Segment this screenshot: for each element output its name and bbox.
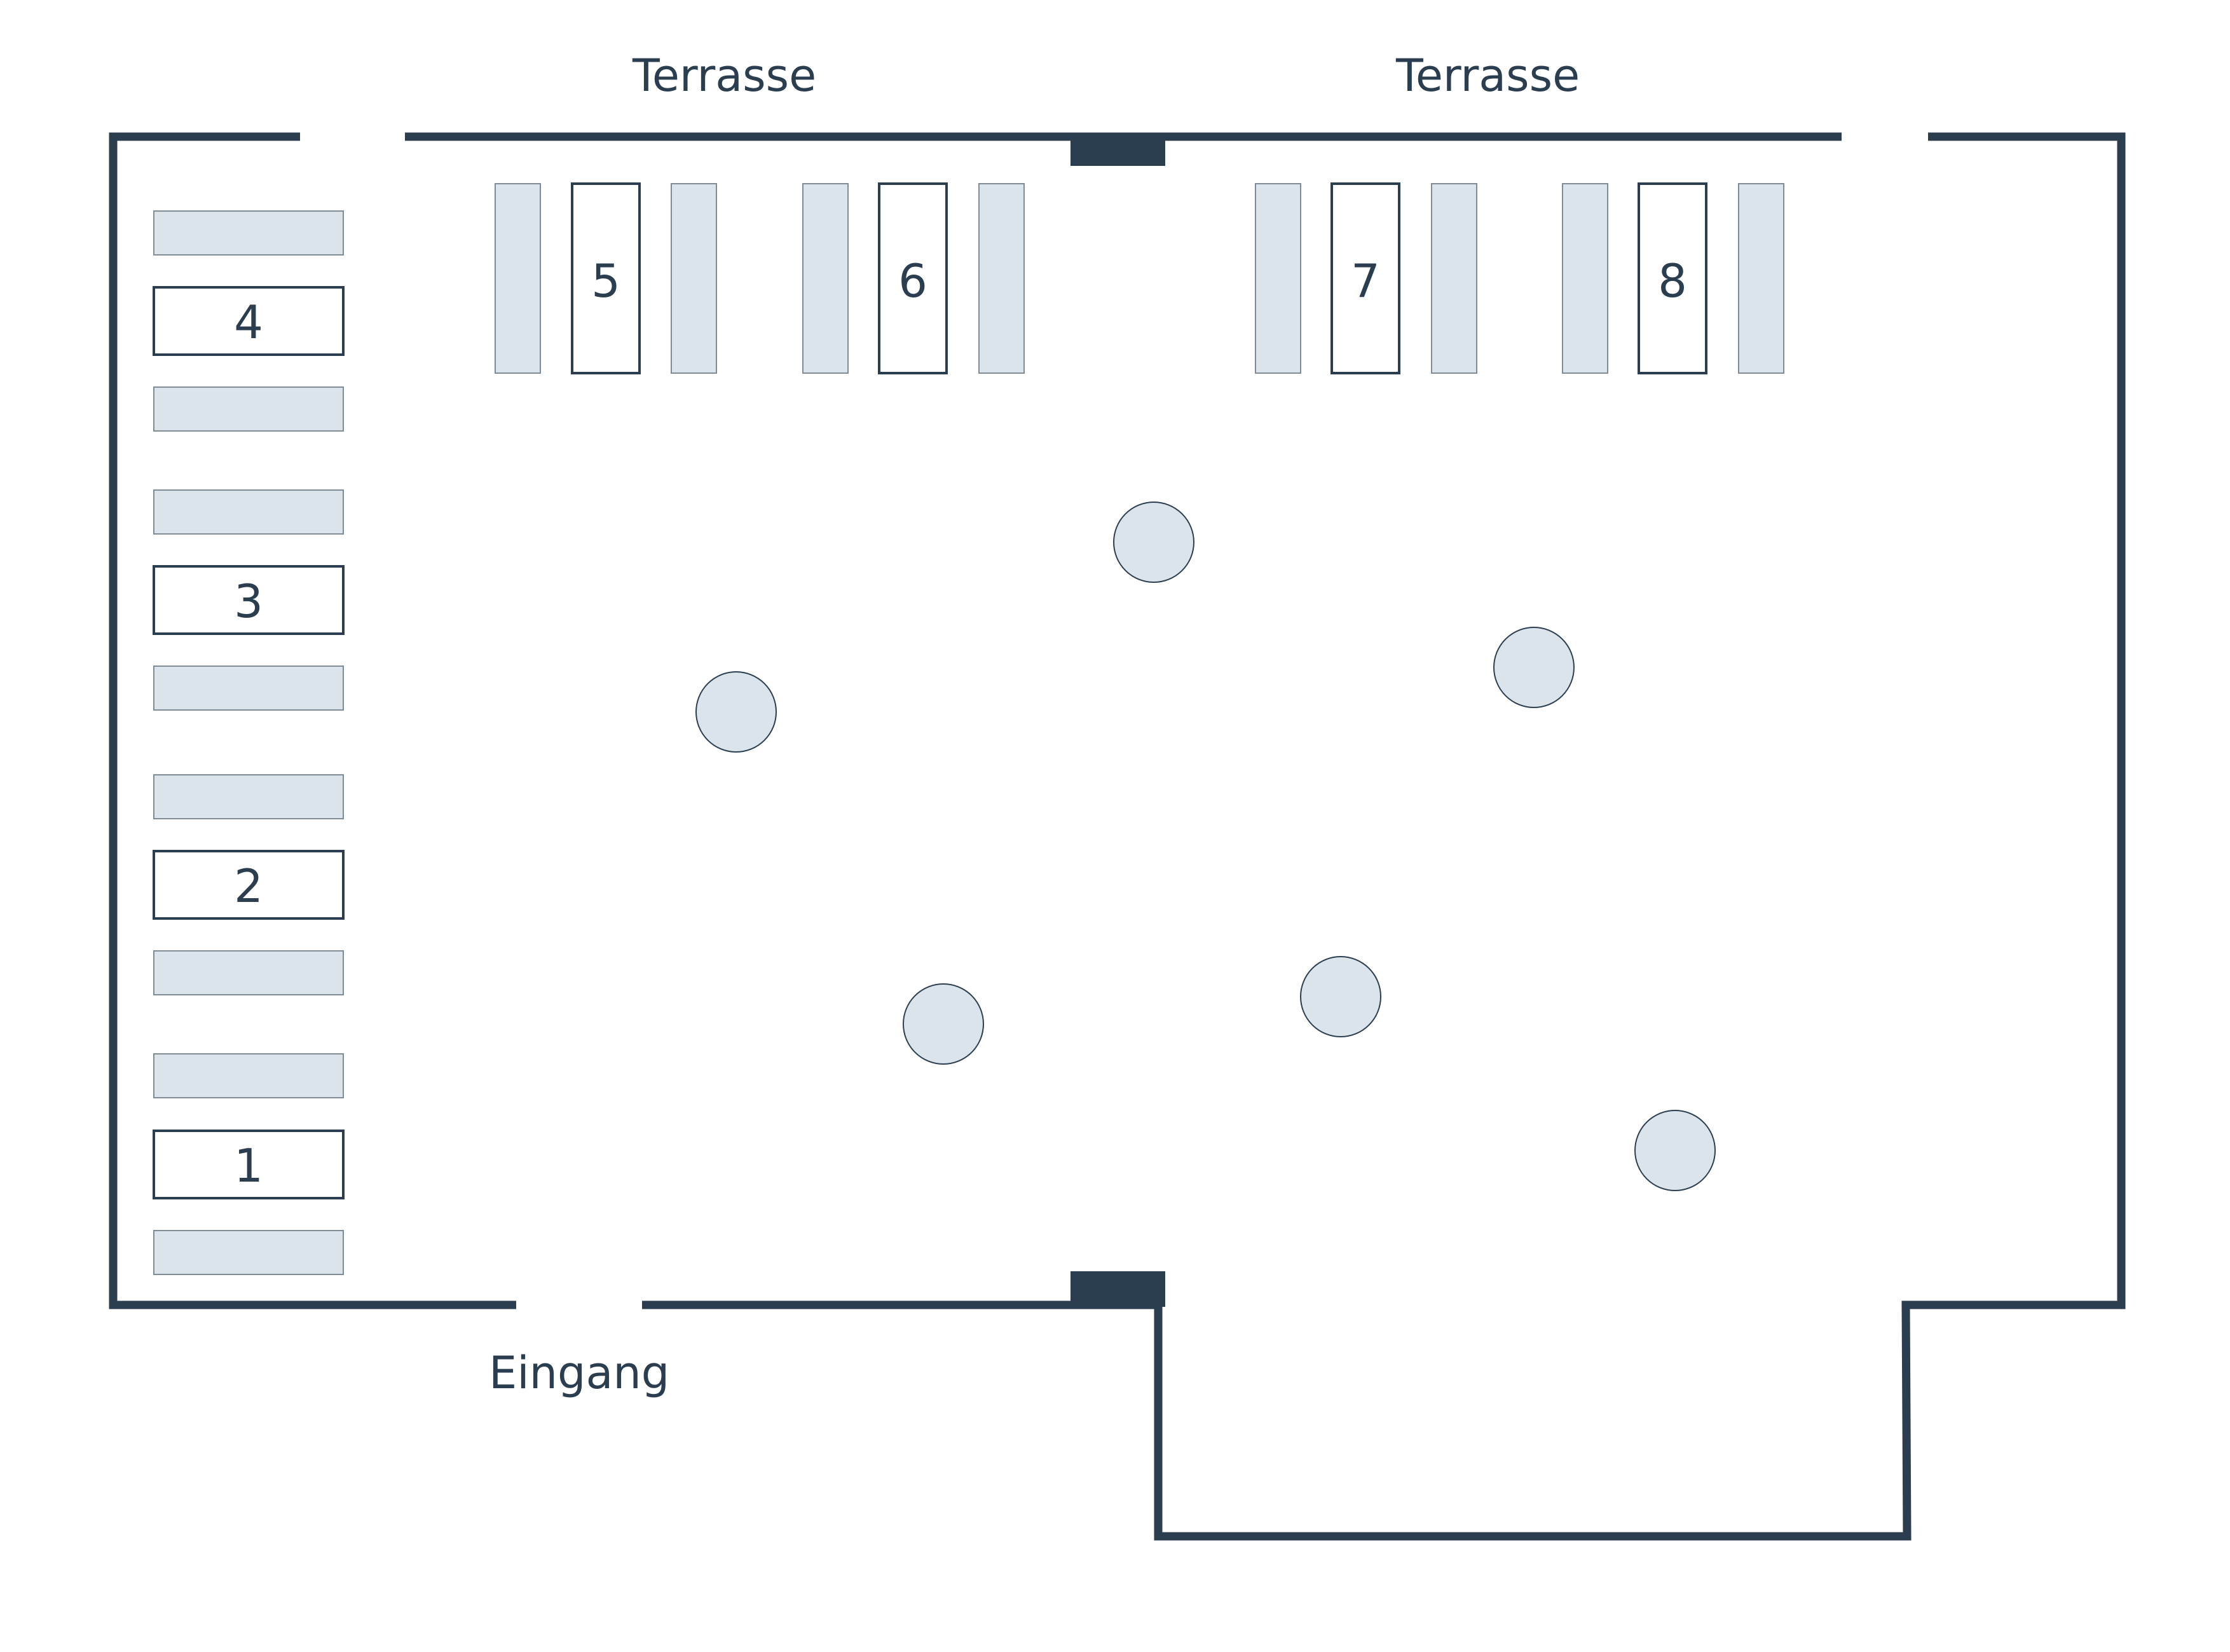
table-7[interactable] <box>1330 182 1400 374</box>
bench <box>978 183 1025 374</box>
table-1[interactable] <box>153 1130 345 1199</box>
bench <box>153 489 344 535</box>
standing-table[interactable] <box>1634 1110 1716 1191</box>
bench <box>153 774 344 819</box>
table-group-8: 8 <box>1562 182 1784 374</box>
wall-right <box>642 132 2126 1541</box>
bench <box>153 210 344 256</box>
standing-table[interactable] <box>1300 956 1381 1037</box>
table-group-5: 5 <box>495 182 717 374</box>
bench <box>153 1053 344 1098</box>
table-number: 7 <box>1351 254 1380 308</box>
table-group-7: 7 <box>1255 182 1477 374</box>
table-number: 5 <box>591 254 620 308</box>
standing-table[interactable] <box>903 983 984 1065</box>
bench <box>802 183 849 374</box>
table-6[interactable] <box>878 182 948 374</box>
table-number: 8 <box>1658 254 1687 308</box>
table-number: 1 <box>234 1139 263 1192</box>
bench <box>1562 183 1608 374</box>
table-2[interactable] <box>153 850 345 920</box>
table-number: 3 <box>234 575 263 628</box>
walls <box>109 132 2126 1541</box>
table-number: 4 <box>234 296 263 349</box>
table-group-4: 4 <box>153 210 345 432</box>
standing-table[interactable] <box>1493 627 1575 708</box>
table-8[interactable] <box>1638 182 1707 374</box>
table-group-2: 2 <box>153 774 345 995</box>
standing-tables <box>695 502 1716 1191</box>
pillar-top <box>1071 137 1165 166</box>
table-group-6: 6 <box>802 182 1025 374</box>
terrace-label-right: Terrasse <box>1395 50 1580 102</box>
bench <box>1255 183 1301 374</box>
bench <box>153 950 344 995</box>
wall-top-left <box>109 132 516 1309</box>
bench <box>153 1230 344 1275</box>
table-4[interactable] <box>153 286 345 356</box>
bench <box>495 183 541 374</box>
table-number: 2 <box>234 859 263 913</box>
pillar-bottom <box>1071 1271 1165 1307</box>
bench <box>1431 183 1477 374</box>
entrance-label: Eingang <box>489 1347 669 1399</box>
bench <box>1738 183 1784 374</box>
table-group-1: 1 <box>153 1053 345 1275</box>
bench <box>153 666 344 711</box>
table-3[interactable] <box>153 565 345 635</box>
standing-table[interactable] <box>1113 502 1194 583</box>
terrace-label-left: Terrasse <box>632 50 816 102</box>
table-5[interactable] <box>571 182 641 374</box>
standing-table[interactable] <box>695 671 777 753</box>
bench <box>671 183 717 374</box>
table-group-3: 3 <box>153 489 345 711</box>
table-number: 6 <box>898 254 927 308</box>
bench <box>153 386 344 432</box>
